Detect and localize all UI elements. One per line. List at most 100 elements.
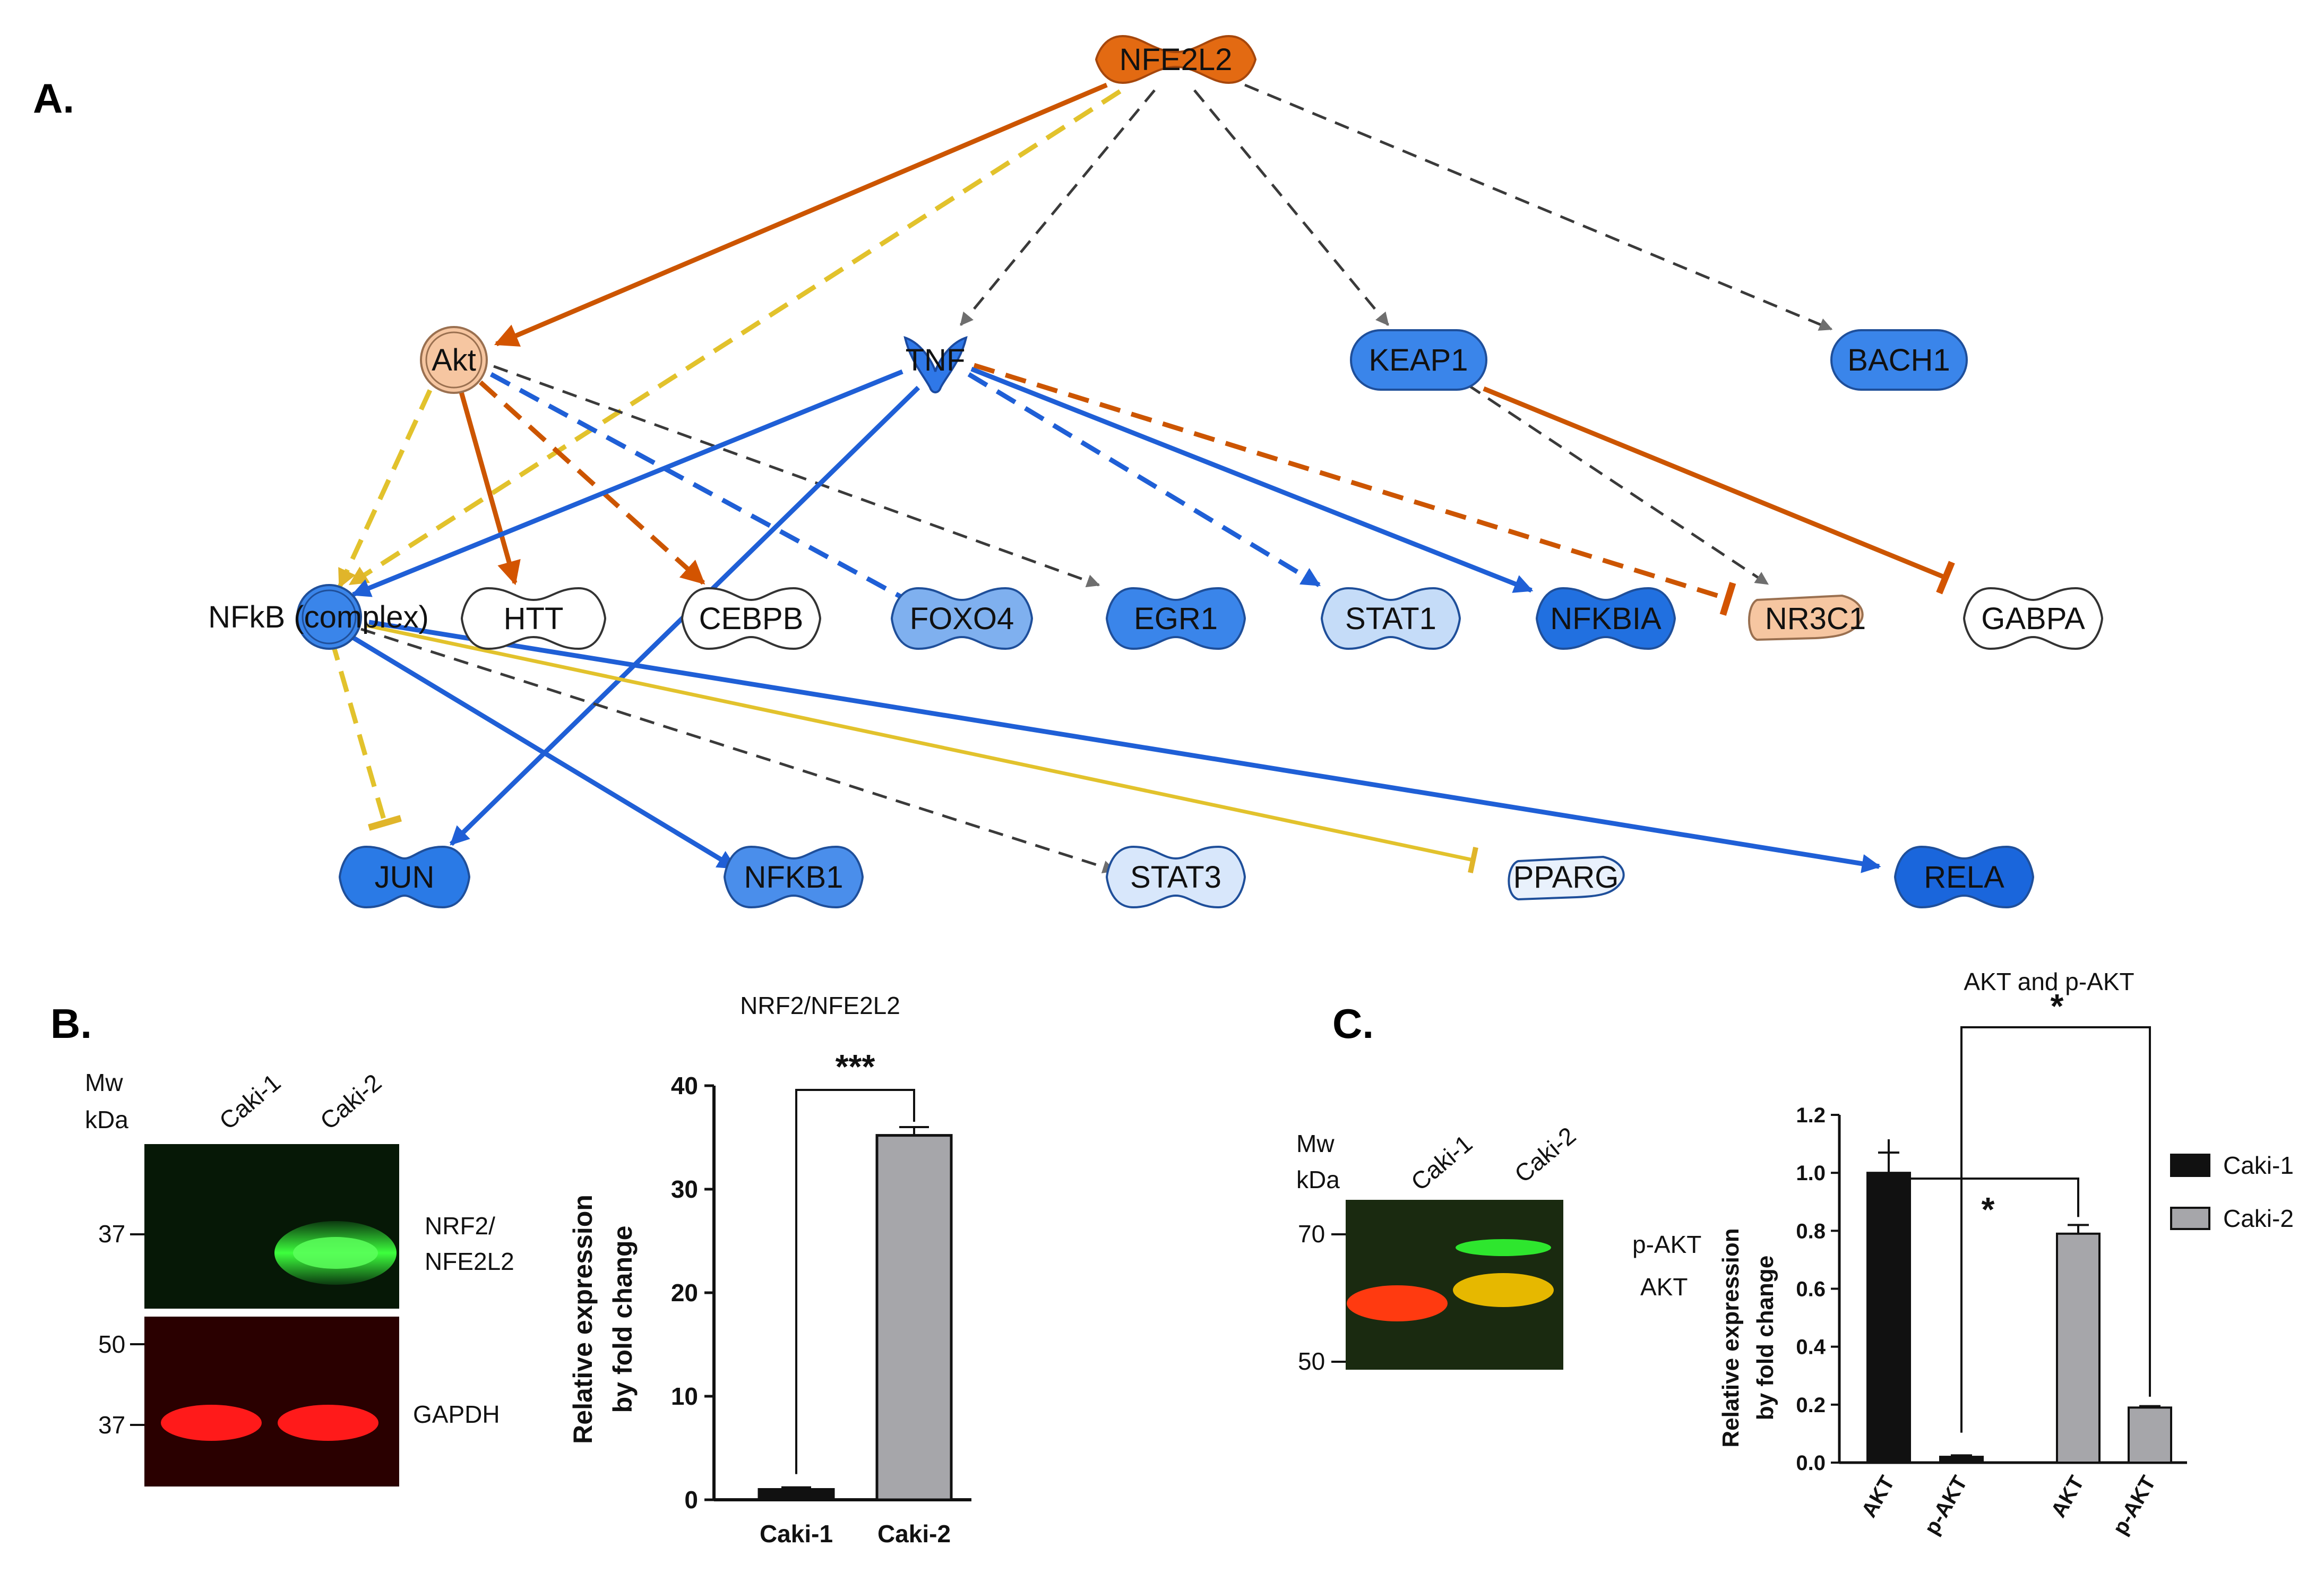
b-lane2-label: Caki-2 — [315, 1068, 386, 1135]
edge-akt-egr1 — [493, 365, 1100, 588]
edge-nfe2l2-bach1 — [1244, 83, 1833, 331]
node-nfe2l2: NFE2L2 — [1095, 35, 1257, 84]
node-nfkb-complex: NFkB (complex) — [208, 584, 429, 650]
node-cebpb: CEBPB — [681, 587, 822, 650]
c-xtick-label: AKT — [1857, 1472, 1899, 1522]
node-nfkb1: NFKB1 — [723, 845, 864, 909]
node-nfkbia: NFKBIA — [1535, 587, 1676, 650]
c-band-label-pakt: p-AKT — [1632, 1231, 1701, 1258]
c-xtick-label: p-AKT — [1920, 1472, 1972, 1539]
b-lane1-label: Caki-1 — [214, 1068, 286, 1135]
node-bach1: BACH1 — [1830, 329, 1968, 391]
b-kda-label: kDa — [85, 1106, 128, 1133]
b-ytick-label: 30 — [671, 1175, 698, 1203]
b-mw-label: Mw — [85, 1069, 123, 1096]
c-legend-label: Caki-1 — [2223, 1152, 2294, 1179]
c-ylabel-1: Relative expression — [1718, 1228, 1744, 1447]
edge-akt-nfkb — [337, 389, 433, 589]
node-tnf-label: TNF — [906, 343, 966, 377]
node-stat3-label: STAT3 — [1130, 860, 1221, 895]
c-pakt-band — [1456, 1239, 1551, 1256]
edge-akt-foxo4 — [489, 372, 937, 627]
node-nr3c1: NR3C1 — [1748, 594, 1866, 641]
c-sig-bracket-inner — [1888, 1139, 2079, 1217]
c-sig-bracket-outer — [1960, 1026, 2151, 1433]
c-lane2-label: Caki-2 — [1509, 1121, 1581, 1188]
c-sig-label-outer: * — [2051, 987, 2064, 1025]
b-ytick-label: 40 — [671, 1072, 698, 1099]
node-htt-label: HTT — [504, 602, 564, 636]
c-marker-50: 50 — [1298, 1347, 1325, 1375]
node-jun: JUN — [338, 845, 471, 909]
b-band-label-gapdh: GAPDH — [413, 1400, 500, 1428]
edge-nfe2l2-keap1 — [1193, 89, 1389, 326]
b-gapdh-band-1 — [161, 1405, 262, 1441]
c-mw-label: Mw — [1296, 1130, 1335, 1157]
panel-b-chart: NRF2/NFE2L2 Relative expression by fold … — [568, 992, 971, 1548]
node-keap1: KEAP1 — [1350, 329, 1487, 391]
node-rela-label: RELA — [1924, 860, 2004, 895]
b-sig-label: *** — [836, 1047, 875, 1086]
c-kda-label: kDa — [1296, 1166, 1340, 1193]
edge-tnf-nfkb — [351, 369, 903, 597]
edge-akt-htt — [458, 389, 521, 586]
node-pparg: PPARG — [1508, 855, 1625, 901]
node-gabpa: GABPA — [1963, 587, 2104, 650]
b-ylabel-2: by fold change — [608, 1226, 638, 1413]
c-bar — [2128, 1406, 2172, 1464]
edge-nfe2l2-akt — [494, 82, 1108, 347]
node-akt: Akt — [420, 326, 488, 394]
b-gapdh-band-2 — [278, 1405, 378, 1441]
edge-nfkb-pparg — [366, 623, 1478, 873]
edge-keap1-nr3c1 — [1467, 383, 1769, 586]
b-ytick-label: 0 — [684, 1486, 698, 1514]
node-nr3c1-label: NR3C1 — [1765, 602, 1866, 636]
c-ytick-label: 0.4 — [1796, 1336, 1826, 1359]
c-ytick-label: 1.2 — [1796, 1104, 1826, 1127]
node-foxo4-label: FOXO4 — [910, 602, 1014, 636]
node-rela: RELA — [1893, 845, 2035, 909]
b-xtick-label: Caki-1 — [760, 1520, 833, 1548]
node-nfkb-complex-label: NFkB (complex) — [208, 600, 429, 634]
node-bach1-label: BACH1 — [1847, 343, 1950, 377]
edge-tnf-stat1 — [967, 372, 1321, 587]
edge-tnf-nfkbia — [970, 366, 1534, 593]
b-blot-red — [144, 1317, 399, 1487]
edge-nfe2l2-nfkb — [348, 89, 1122, 586]
node-gabpa-label: GABPA — [1981, 602, 2085, 636]
panel-b-label: B. — [50, 1000, 92, 1047]
c-ylabel-2: by fold change — [1752, 1256, 1778, 1420]
panel-c-label: C. — [1332, 1000, 1374, 1047]
c-ytick-label: 0.8 — [1796, 1219, 1826, 1243]
node-nfkbia-label: NFKBIA — [1550, 602, 1662, 636]
c-legend-swatch — [2170, 1207, 2210, 1230]
b-ylabel-1: Relative expression — [568, 1195, 598, 1444]
c-bar — [2056, 1232, 2101, 1464]
c-marker-70: 70 — [1298, 1220, 1325, 1248]
edge-keap1-gabpa — [1483, 386, 1955, 595]
node-nfe2l2-label: NFE2L2 — [1120, 42, 1233, 77]
node-akt-label: Akt — [432, 343, 476, 377]
node-keap1-label: KEAP1 — [1369, 343, 1468, 377]
c-ytick-label: 0.0 — [1796, 1451, 1826, 1475]
b-ytick-label: 10 — [671, 1382, 698, 1410]
b-marker-37a: 37 — [98, 1220, 125, 1248]
node-foxo4: FOXO4 — [890, 587, 1034, 650]
node-egr1: EGR1 — [1105, 587, 1246, 650]
c-akt-band-1 — [1347, 1285, 1448, 1321]
node-nfkb1-label: NFKB1 — [744, 860, 843, 895]
panel-b-blot: Mw kDa Caki-1 Caki-2 37 50 37 NRF2/ NFE2… — [85, 1068, 514, 1487]
c-bar — [1939, 1456, 1984, 1464]
edge-nfkb-stat3 — [360, 628, 1116, 874]
c-lane1-label: Caki-1 — [1406, 1129, 1477, 1196]
node-jun-label: JUN — [375, 860, 435, 895]
c-chart-title: AKT and p-AKT — [1964, 968, 2134, 995]
node-egr1-label: EGR1 — [1134, 602, 1218, 636]
b-ytick-label: 20 — [671, 1279, 698, 1307]
b-bar — [875, 1134, 953, 1501]
c-xtick-label: p-AKT — [2108, 1472, 2161, 1539]
b-marker-37b: 37 — [98, 1411, 125, 1439]
network-nodes: NFE2L2 Akt TNF KEAP1 BACH1 NFkB (complex… — [208, 35, 2104, 909]
node-stat3: STAT3 — [1105, 845, 1246, 909]
